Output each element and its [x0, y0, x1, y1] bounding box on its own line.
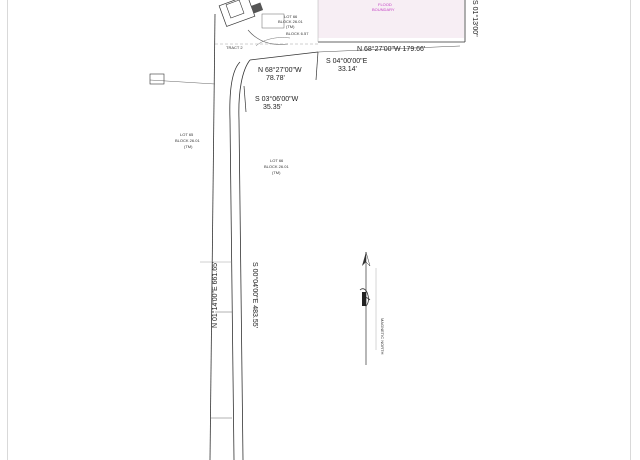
lot-top-block: BLOCK 26.01 — [278, 19, 303, 24]
north-arrow-label: MAGNETIC NORTH — [380, 318, 385, 355]
bearing-3: S 03°06'00"W — [255, 96, 299, 103]
bearing-2: S 04°00'00"E — [326, 58, 368, 65]
bearing-long-right: S 00°04'00"E 483.55' — [251, 262, 258, 328]
building-footprint — [218, 0, 256, 27]
lot-top-label: LOT 66 — [284, 14, 298, 19]
lot-left-label: LOT 65 — [180, 132, 194, 137]
distance-3: 35.35' — [263, 104, 282, 111]
lot-mid-block: BLOCK 26.01 — [264, 164, 289, 169]
bearing-right-edge: S 01°13'00" — [471, 0, 478, 37]
lot-mid-label: LOT 66 — [270, 158, 284, 163]
lot-mid-sub: (TM) — [272, 170, 281, 175]
lot-left-block: BLOCK 26.01 — [175, 138, 200, 143]
flood-zone-label-2: BOUNDARY — [372, 7, 395, 12]
tract-label: TRACT 2 — [226, 45, 243, 50]
block-ref: BLOCK 6.57 — [286, 31, 309, 36]
bearing-top-right: N 68°27'00"W 179.66' — [357, 46, 426, 53]
road-edge-west — [229, 61, 241, 460]
distance-2: 33.14' — [338, 66, 357, 73]
lot-top-sub: (TM) — [286, 24, 295, 29]
flood-zone-area — [318, 0, 464, 38]
sheet-right-border — [630, 0, 631, 460]
bearing-1: N 68°27'00"W — [258, 67, 302, 74]
sheet-left-border — [7, 0, 8, 460]
distance-1: 78.78' — [266, 75, 285, 82]
lot-left-sub: (TM) — [184, 144, 193, 149]
road-edge-east — [238, 59, 251, 460]
flood-zone-label: FLOOD — [378, 2, 392, 7]
bearing-long-left: N 01°14'00"E 661.65' — [212, 261, 219, 328]
west-boundary-line — [209, 13, 216, 460]
